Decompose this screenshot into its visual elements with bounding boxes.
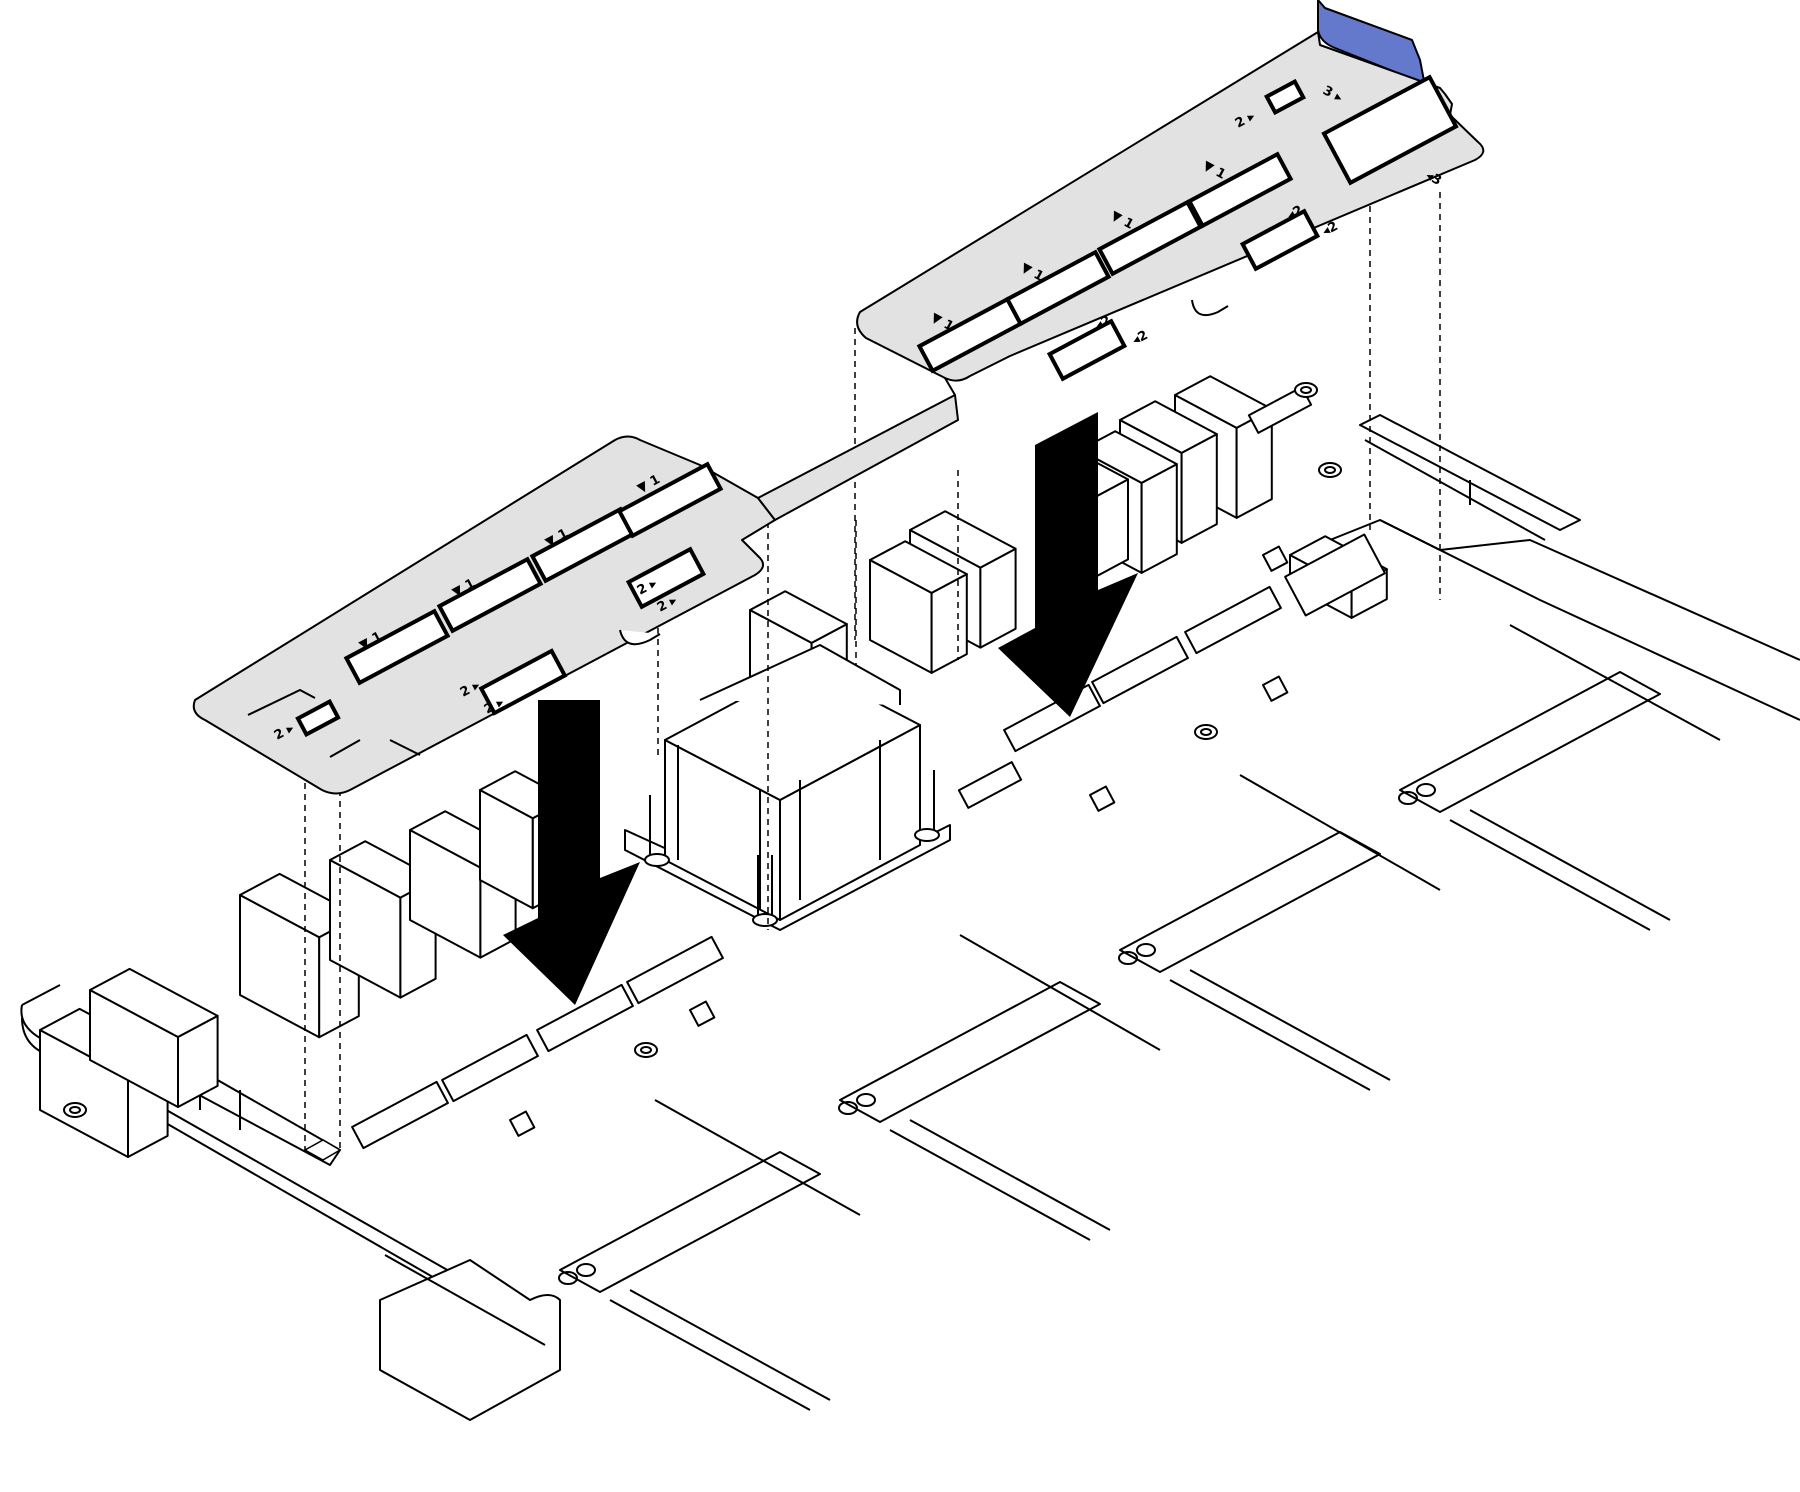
- chip-4: [509, 1110, 536, 1137]
- chip-5: [1262, 675, 1289, 702]
- drive-bay-4: [1398, 671, 1671, 931]
- rear-cutout-6: [1239, 208, 1321, 272]
- guide-foot-left: [303, 1139, 342, 1161]
- rear-cutout-4: [1186, 151, 1294, 229]
- drive-bays: [384, 624, 1721, 1411]
- rear-cutout-3: [1096, 199, 1204, 277]
- memory-module-10: [1284, 533, 1386, 617]
- rear-cutout-5: [1046, 318, 1128, 382]
- front-plate-cutouts: [295, 461, 724, 738]
- memory-module-7: [1184, 585, 1282, 655]
- chip-2: [1089, 785, 1116, 812]
- rear-plate-outline: [856, 31, 1485, 382]
- front-cutout-1: [343, 608, 451, 686]
- rear-label-pos-3: ◂2: [1285, 203, 1306, 224]
- chip-3: [689, 1000, 716, 1027]
- bay-rail-5: [1509, 624, 1721, 741]
- rear-cutout-8: [1321, 74, 1459, 186]
- screw-4: [634, 1042, 658, 1058]
- rear-plate-cutouts: [916, 74, 1459, 382]
- rear-cutout-2: [1004, 249, 1112, 327]
- memory-module-8: [957, 761, 1023, 809]
- screw-1: [1294, 382, 1318, 398]
- front-cutout-7: [295, 698, 341, 738]
- rear-label-pos-2: ◂2: [1130, 328, 1151, 349]
- connector-stacks: [39, 375, 1388, 1158]
- board-back-edge-2: [1379, 519, 1800, 721]
- bay-rail-3: [959, 934, 1161, 1051]
- bay-rail-1: [384, 1254, 546, 1346]
- rear-down-arrow: [998, 412, 1138, 717]
- screw-3: [1194, 724, 1218, 740]
- memory-module-2: [441, 1033, 539, 1103]
- front-down-arrow: [503, 700, 640, 1005]
- heatsink-screws: [644, 770, 940, 927]
- rear-label-pos-1: ◂2: [1093, 313, 1114, 334]
- alignment-guides: [304, 85, 1441, 1150]
- drive-bay-2: [838, 981, 1111, 1241]
- front-cutout-6: [625, 546, 707, 610]
- front-cutout-4: [616, 461, 724, 539]
- front-cutout-5: [478, 648, 568, 716]
- chip-1: [1262, 545, 1289, 572]
- front-cutout-2: [436, 556, 544, 634]
- connector-stack-3: [239, 872, 360, 1039]
- plate-bridge: [757, 377, 959, 521]
- memory-module-4: [626, 935, 724, 1005]
- rear-label-pos-7: ◂3: [1423, 168, 1444, 189]
- drive-bay-3: [1118, 831, 1391, 1091]
- power-block: [379, 1259, 561, 1421]
- rear-label-pos-4: ◂2: [1320, 219, 1341, 240]
- connector-stack-2: [89, 967, 219, 1108]
- rear-plate: ▼ 1▼ 1▼ 1▼ 1◂2◂2◂2◂22 ▸3 ▸◂3: [757, 0, 1485, 521]
- memory-module-6: [1091, 635, 1189, 705]
- bay-rail-2: [654, 1099, 861, 1216]
- front-plate: ▼ 1▼ 1▼ 1▼ 12 ▸2 ▸2 ▸2 ▸2 ▸: [192, 435, 776, 795]
- bay-rail-4: [1239, 774, 1441, 891]
- memory-module-3: [536, 983, 634, 1053]
- memory-module-1: [351, 1080, 449, 1150]
- pcie-connector-rear: [1359, 414, 1581, 531]
- board-left-edge: [21, 984, 61, 1006]
- heat-sink: [624, 644, 951, 931]
- memory-module-9: [1247, 386, 1313, 434]
- board-back-edge: [1329, 519, 1800, 661]
- screw-2: [1318, 462, 1342, 478]
- rear-cutout-7: [1263, 78, 1307, 116]
- screw-5: [63, 1102, 87, 1118]
- drive-bay-1: [558, 1151, 831, 1411]
